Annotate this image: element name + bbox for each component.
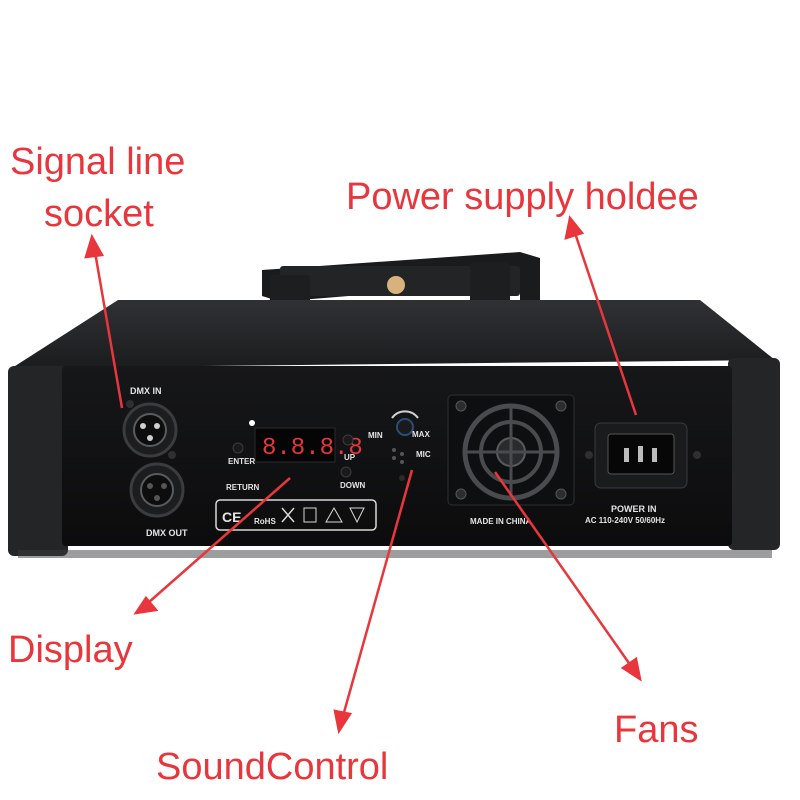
indoor-icon (325, 506, 343, 523)
control-panel: 8.8.8.8 ENTER RETURN UP DOWN (226, 420, 366, 492)
chassis-side-right (728, 358, 780, 550)
sensitivity-knob (396, 418, 414, 436)
svg-text:DMX IN: DMX IN (130, 386, 162, 396)
down-button (340, 466, 352, 478)
svg-text:RETURN: RETURN (226, 483, 260, 492)
bracket-knob (387, 276, 405, 294)
callout-fans: Fans (614, 709, 699, 751)
enter-button (232, 442, 244, 454)
callout-signal-line-2: socket (44, 193, 154, 235)
arrow-signal-socket (84, 233, 124, 409)
sound-control: MIN MAX MIC (368, 410, 431, 481)
callout-signal-line-1: Signal line (10, 141, 186, 183)
svg-text:UP: UP (344, 453, 356, 462)
dmx-in-socket: DMX IN (122, 386, 178, 459)
ce-mark: CE (222, 509, 241, 525)
manual-icon (303, 507, 317, 523)
cooling-fan: MADE IN CHINA (447, 394, 575, 526)
callout-power-supply: Power supply holdee (346, 176, 699, 218)
dmx-out-socket: DMX OUT (129, 462, 188, 538)
weee-icon (281, 507, 295, 523)
svg-text:MADE IN CHINA: MADE IN CHINA (470, 517, 532, 526)
svg-text:DMX OUT: DMX OUT (146, 528, 188, 538)
sound-led (399, 475, 405, 481)
svg-text:MAX: MAX (412, 430, 430, 439)
arrow-fans (493, 471, 642, 682)
svg-text:MIN: MIN (368, 431, 383, 440)
svg-text:AC 110-240V 50/60Hz: AC 110-240V 50/60Hz (585, 516, 665, 525)
mic-hole (392, 448, 396, 452)
callout-display: Display (8, 629, 133, 671)
rohs-mark: RoHS (254, 517, 276, 526)
arrow-display (133, 477, 291, 615)
callout-sound-control: SoundControl (156, 746, 389, 788)
svg-text:ENTER: ENTER (228, 457, 255, 466)
certification-strip: CE RoHS (215, 499, 377, 531)
svg-text:POWER IN: POWER IN (611, 504, 657, 514)
arrow-power-supply (564, 215, 638, 416)
annotation-arrows (84, 215, 642, 735)
chassis-top (12, 300, 775, 368)
led-display (254, 427, 336, 463)
power-socket: POWER IN AC 110-240V 50/60Hz (585, 422, 701, 525)
arrow-sound-control (333, 469, 414, 735)
svg-text:DOWN: DOWN (340, 481, 366, 490)
up-button (342, 434, 354, 446)
svg-text:MIC: MIC (416, 450, 431, 459)
chassis-side-left (8, 366, 68, 556)
fuse-icon (349, 507, 365, 524)
